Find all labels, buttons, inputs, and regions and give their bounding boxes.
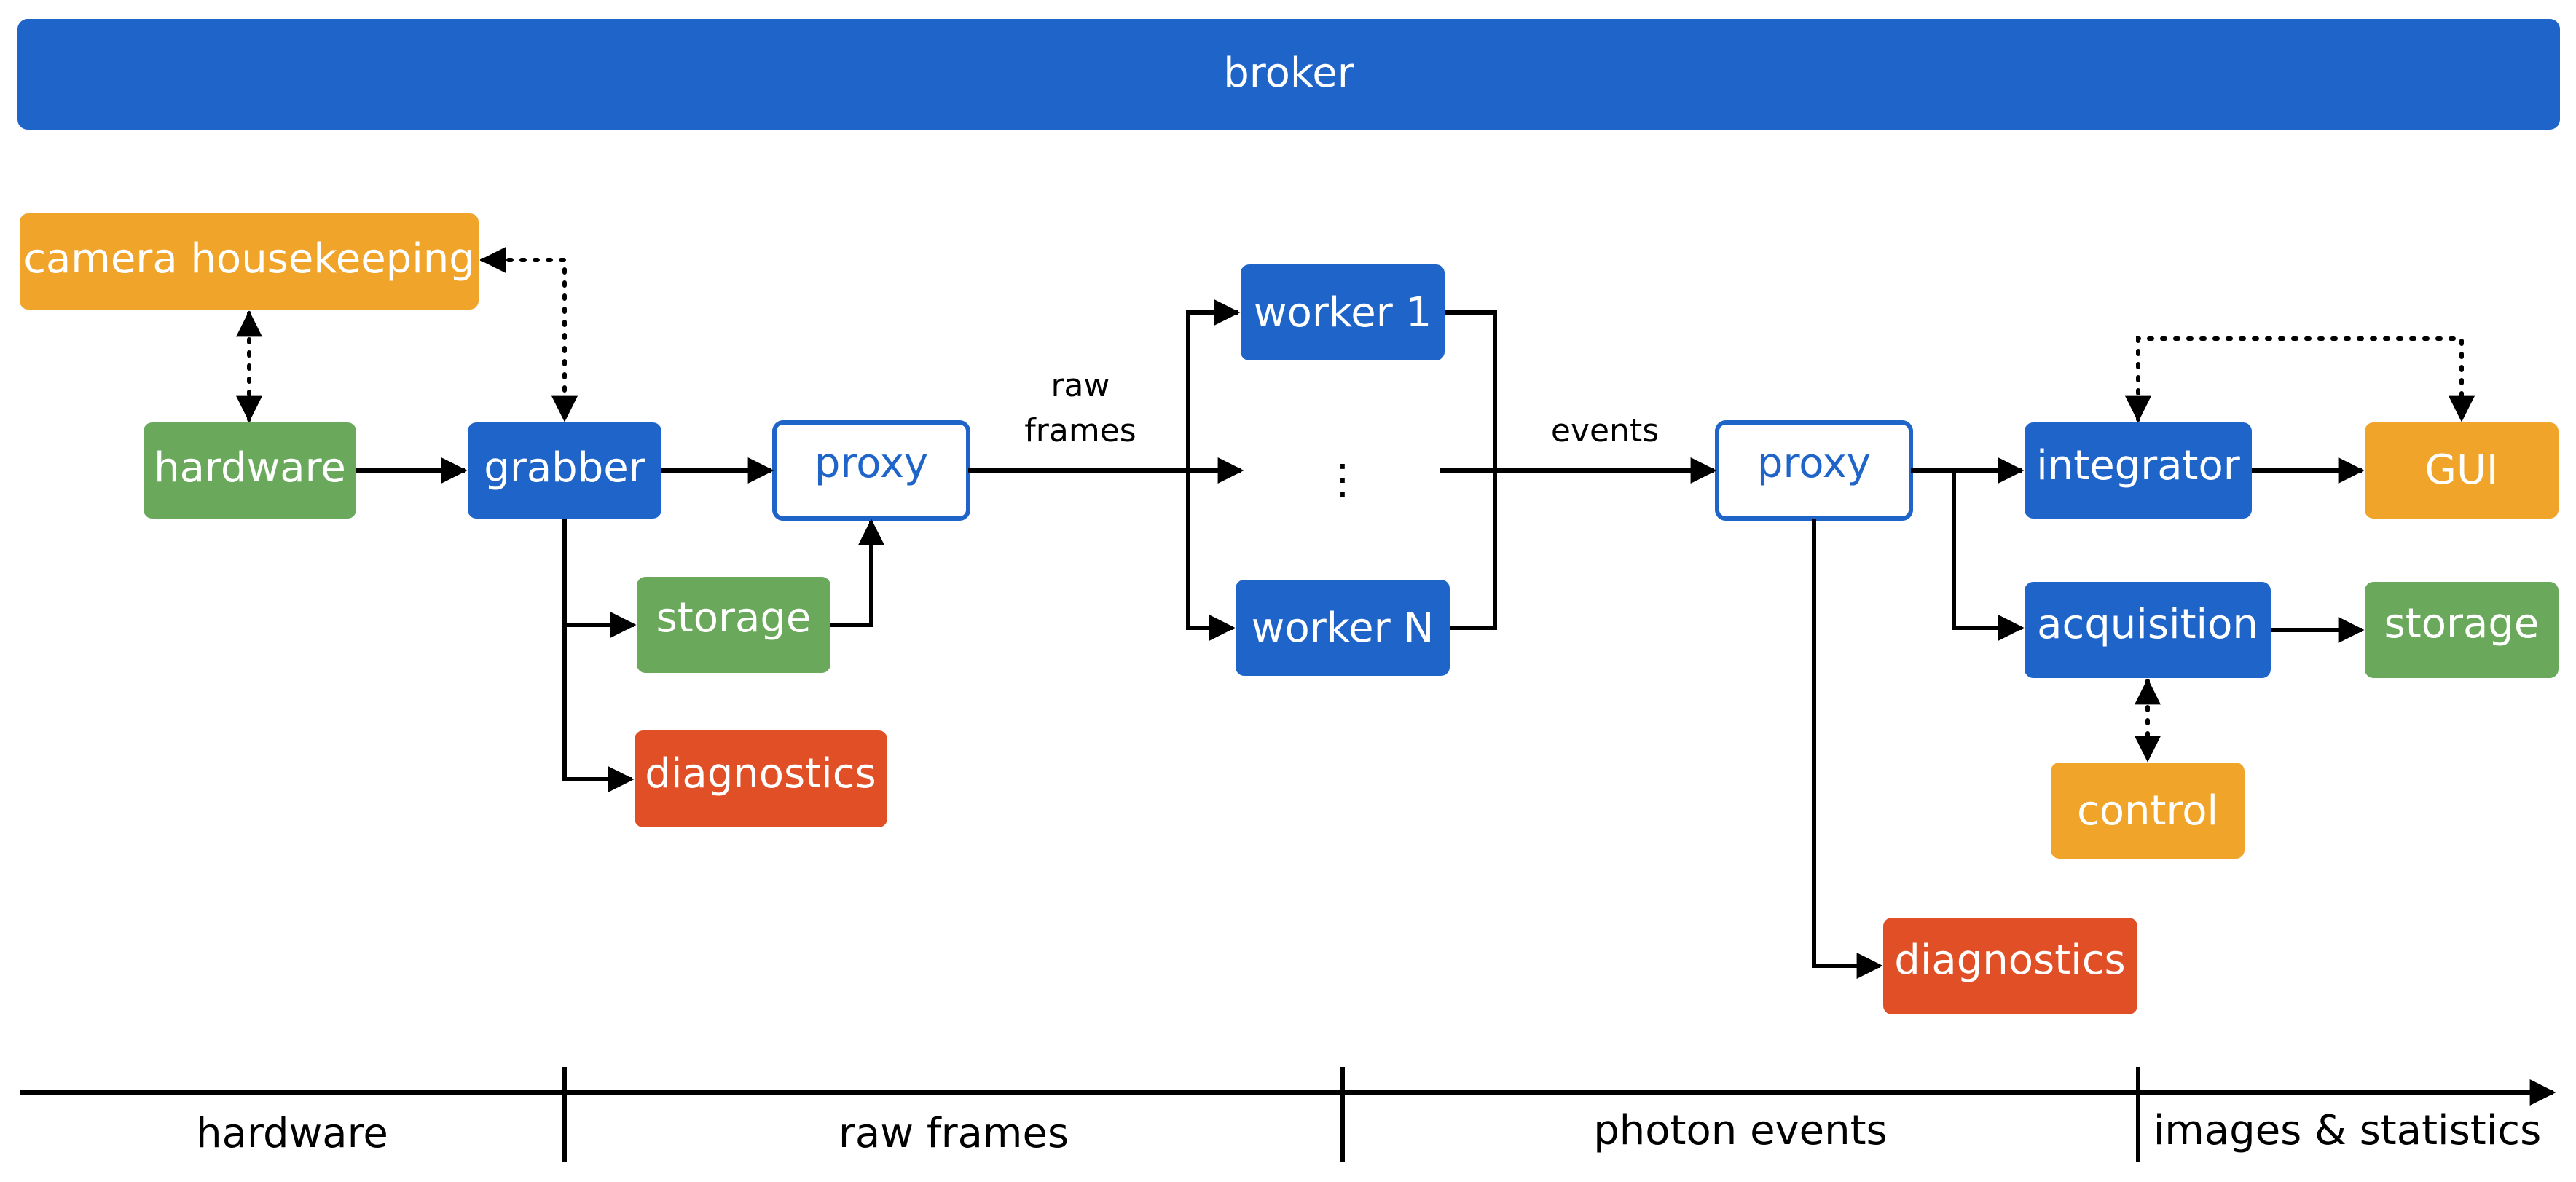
hardware-label: hardware bbox=[154, 444, 346, 492]
edge-label-events: events bbox=[1551, 412, 1659, 449]
proxy-box-2: proxy bbox=[1715, 420, 1913, 521]
stage-axis: hardware raw frames photon events images… bbox=[20, 1067, 2556, 1162]
arrow-grabber-diagnostics bbox=[562, 625, 635, 792]
proxy-label-2: proxy bbox=[1757, 440, 1871, 487]
edge-label-raw: raw bbox=[1051, 367, 1110, 404]
gui-box: GUI bbox=[2365, 422, 2559, 519]
control-box: control bbox=[2051, 763, 2245, 859]
diagnostics-label-1: diagnostics bbox=[645, 750, 876, 797]
connectors bbox=[236, 247, 2475, 979]
worker-ellipsis: ⋮ bbox=[1322, 456, 1363, 503]
storage-box-2: storage bbox=[2365, 582, 2559, 678]
integrator-box: integrator bbox=[2025, 422, 2252, 519]
arrow-proxy-acquisition bbox=[1952, 470, 2025, 641]
worker-1-box: worker 1 bbox=[1241, 264, 1445, 360]
stage-label-hardware: hardware bbox=[196, 1110, 388, 1157]
camera-housekeeping-label: camera housekeeping bbox=[23, 235, 475, 283]
arrow-to-worker-1 bbox=[1186, 299, 1241, 470]
broker-label: broker bbox=[1223, 50, 1354, 97]
camera-housekeeping-box: camera housekeeping bbox=[20, 213, 479, 310]
dotted-integrator-gui bbox=[2125, 336, 2475, 422]
grabber-label: grabber bbox=[484, 444, 645, 492]
diagnostics-label-2: diagnostics bbox=[1894, 937, 2125, 984]
diagnostics-box-1: diagnostics bbox=[635, 730, 887, 827]
stage-label-images-statistics: images & statistics bbox=[2153, 1107, 2542, 1154]
acquisition-box: acquisition bbox=[2025, 582, 2271, 678]
worker-n-label: worker N bbox=[1252, 604, 1434, 652]
gui-label: GUI bbox=[2425, 446, 2499, 494]
grabber-box: grabber bbox=[468, 422, 661, 519]
proxy-box-1: proxy bbox=[772, 420, 970, 521]
integrator-label: integrator bbox=[2036, 442, 2241, 489]
broker-bar: broker bbox=[17, 19, 2560, 130]
acquisition-label: acquisition bbox=[2037, 601, 2258, 648]
stage-label-raw-frames: raw frames bbox=[839, 1110, 1069, 1157]
dotted-housekeeping-grabber bbox=[479, 247, 578, 422]
worker-n-box: worker N bbox=[1236, 580, 1450, 676]
storage-box-1: storage bbox=[637, 577, 830, 673]
storage-label-2: storage bbox=[2384, 600, 2540, 647]
arrow-storage-proxy bbox=[830, 519, 884, 627]
worker-1-label: worker 1 bbox=[1254, 289, 1432, 336]
hardware-box: hardware bbox=[144, 422, 356, 519]
arrow-grabber-storage bbox=[562, 519, 637, 638]
edge-label-frames: frames bbox=[1024, 412, 1136, 449]
storage-label-1: storage bbox=[656, 594, 812, 642]
arrow-proxy-diagnostics bbox=[1812, 519, 1883, 979]
diagnostics-box-2: diagnostics bbox=[1883, 918, 2137, 1014]
proxy-label-1: proxy bbox=[814, 440, 928, 487]
control-label: control bbox=[2077, 787, 2218, 835]
arrow-to-worker-n bbox=[1186, 470, 1236, 641]
stage-label-photon-events: photon events bbox=[1593, 1107, 1887, 1154]
